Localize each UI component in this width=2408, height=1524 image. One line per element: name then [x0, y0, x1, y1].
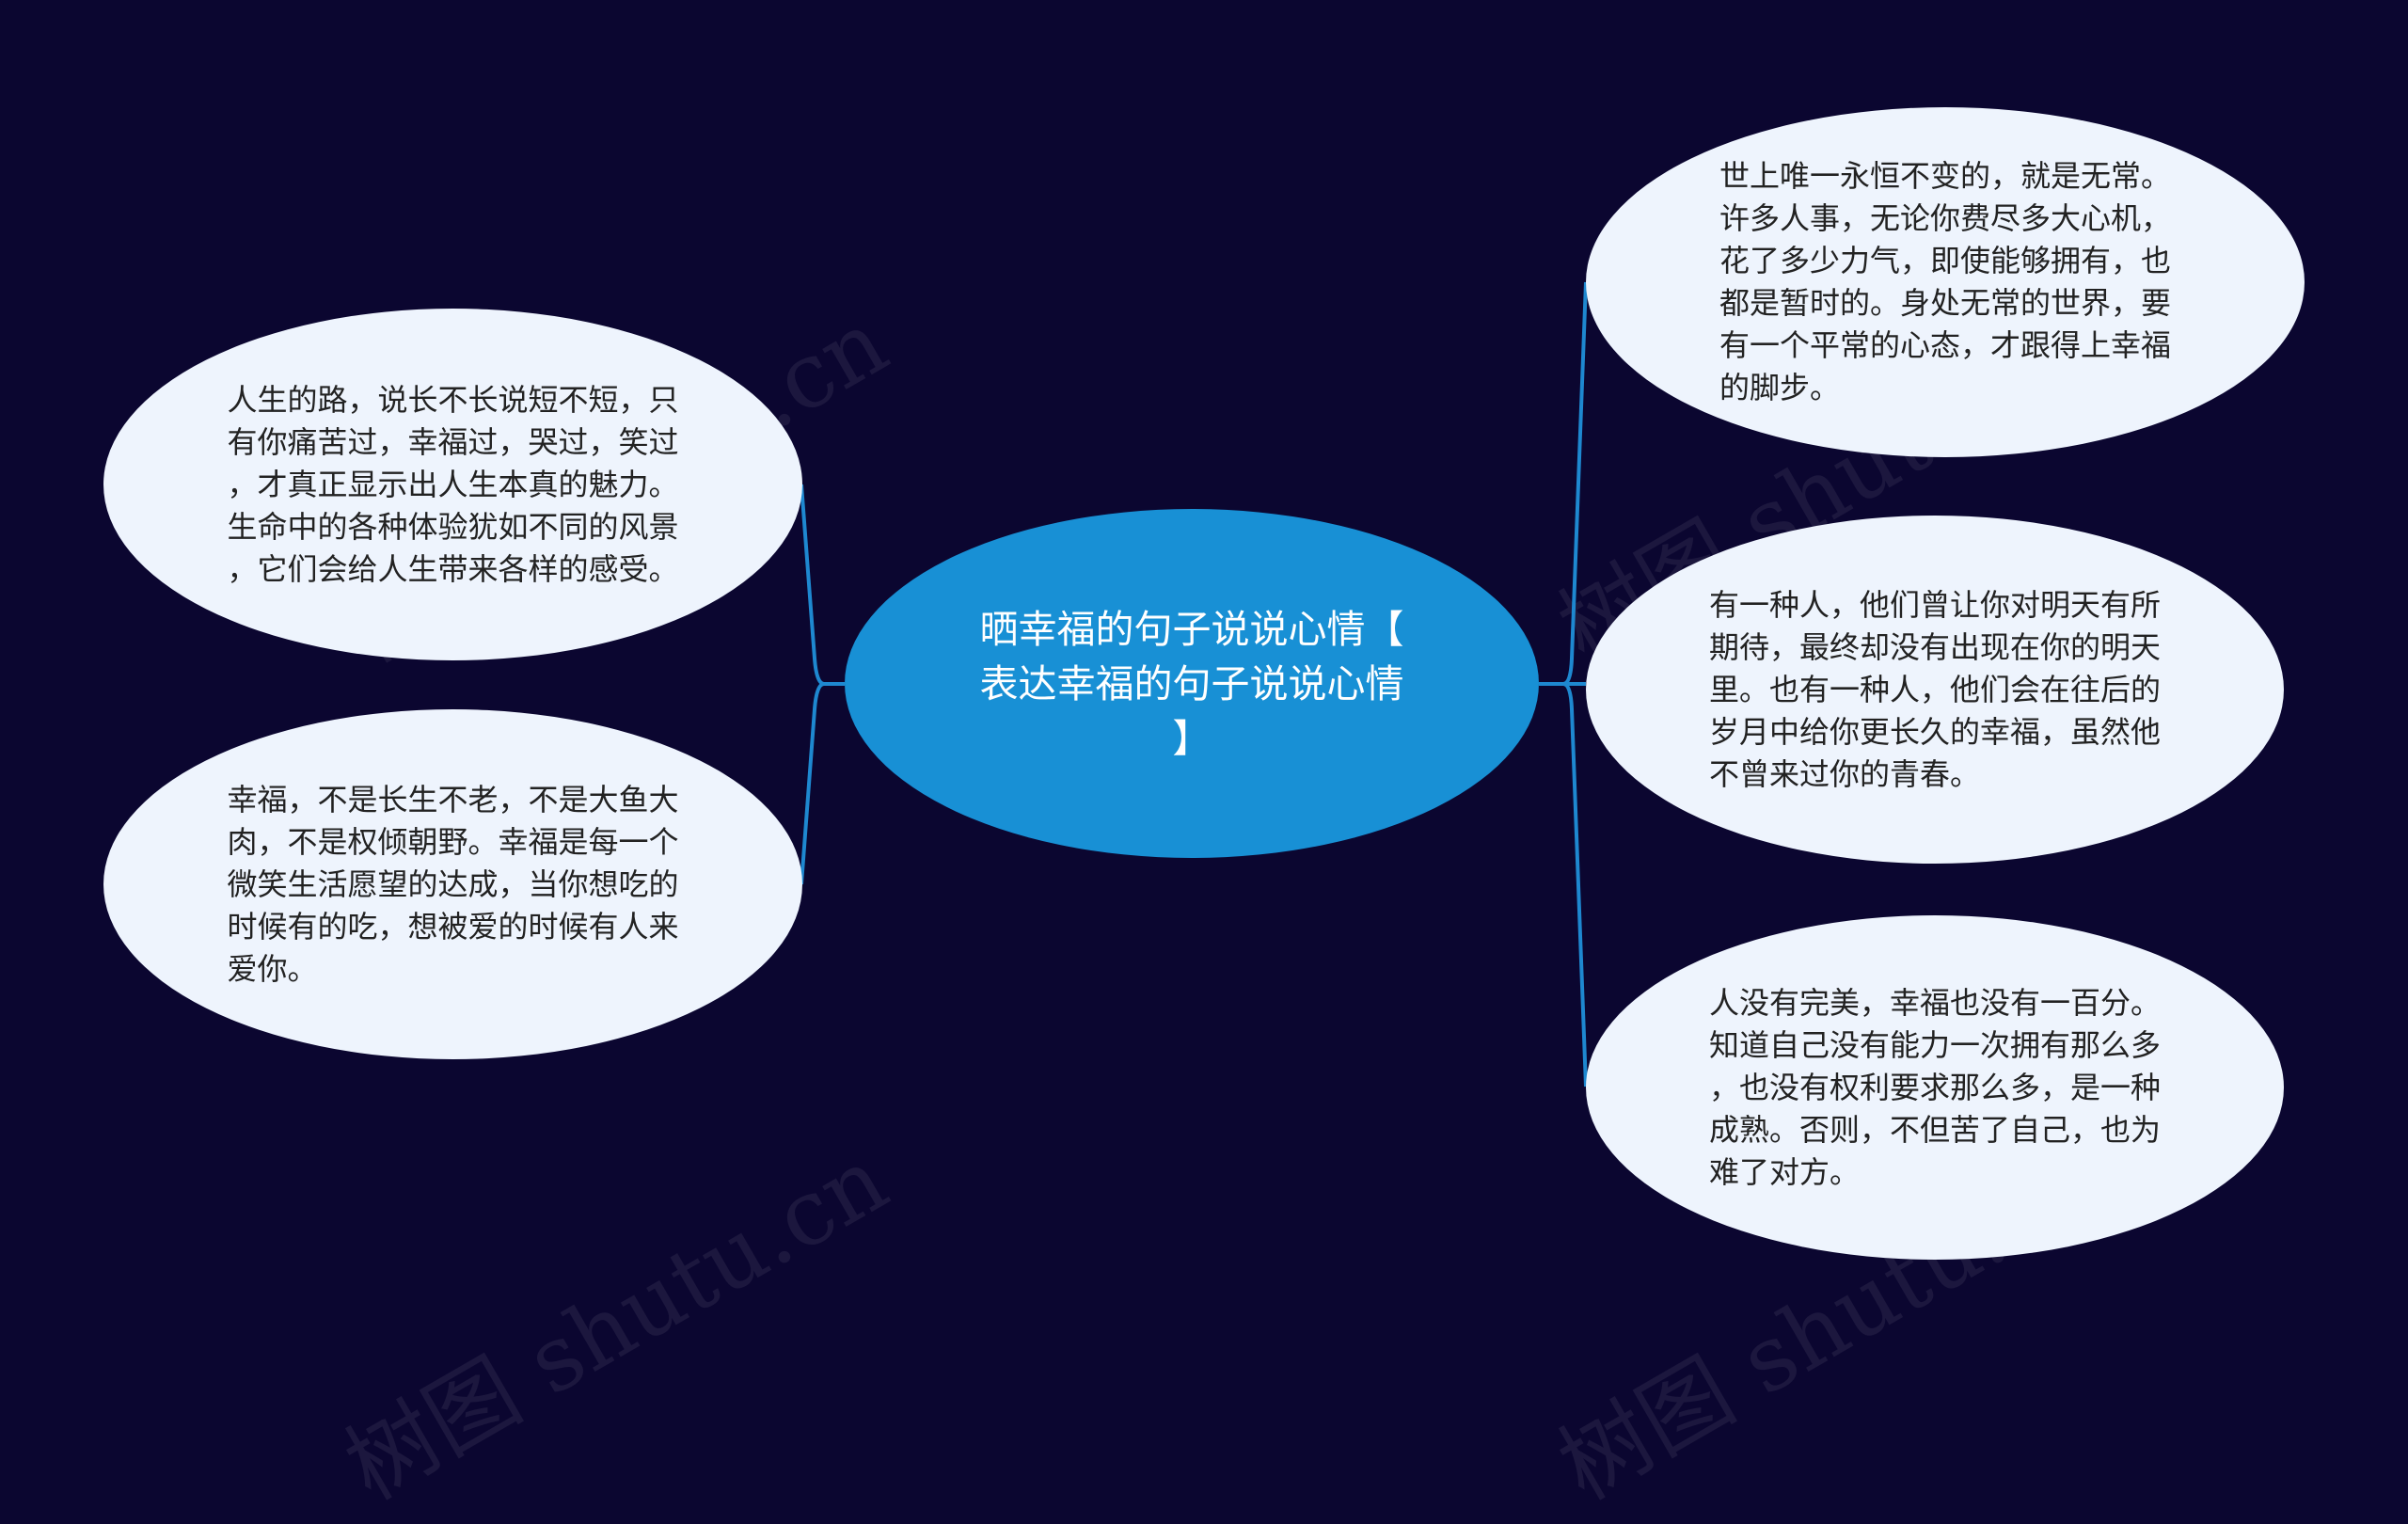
- connector-lines: [800, 281, 1588, 1087]
- root-topic-text: 晒幸福的句子说说心情【 表达幸福的句子说说心情 】: [979, 606, 1404, 761]
- right-subtopic-1-text: 世上唯一永恒不变的，就是无常。 许多人事，无论你费尽多大心机， 花了多少力气，即…: [1719, 158, 2171, 405]
- left-subtopic-2[interactable]: 幸福，不是长生不老，不是大鱼大 肉，不是权倾朝野。幸福是每一个 微笑生活愿望的达…: [103, 709, 802, 1059]
- right-subtopic-3-text: 人没有完美，幸福也没有一百分。 知道自己没有能力一次拥有那么多 ，也没有权利要求…: [1708, 984, 2161, 1190]
- right-subtopic-3[interactable]: 人没有完美，幸福也没有一百分。 知道自己没有能力一次拥有那么多 ，也没有权利要求…: [1586, 915, 2284, 1260]
- left-subtopic-1[interactable]: 人生的路，说长不长说短不短，只 有你痛苦过，幸福过，哭过，笑过 ，才真正显示出人…: [103, 309, 802, 660]
- right-subtopic-2[interactable]: 有一种人，他们曾让你对明天有所 期待，最终却没有出现在你的明天 里。也有一种人，…: [1586, 516, 2284, 864]
- root-topic-node[interactable]: 晒幸福的句子说说心情【 表达幸福的句子说说心情 】: [845, 509, 1539, 858]
- right-subtopic-2-text: 有一种人，他们曾让你对明天有所 期待，最终却没有出现在你的明天 里。也有一种人，…: [1708, 586, 2161, 792]
- connector-right-3: [1562, 682, 1588, 1087]
- right-subtopic-1[interactable]: 世上唯一永恒不变的，就是无常。 许多人事，无论你费尽多大心机， 花了多少力气，即…: [1586, 107, 2305, 457]
- connector-right-1: [1562, 281, 1588, 686]
- left-subtopic-2-text: 幸福，不是长生不老，不是大鱼大 肉，不是权倾朝野。幸福是每一个 微笑生活愿望的达…: [227, 781, 679, 987]
- connector-left-1: [800, 484, 825, 686]
- connector-left-2: [800, 682, 825, 885]
- left-subtopic-1-text: 人生的路，说长不长说短不短，只 有你痛苦过，幸福过，哭过，笑过 ，才真正显示出人…: [227, 381, 679, 587]
